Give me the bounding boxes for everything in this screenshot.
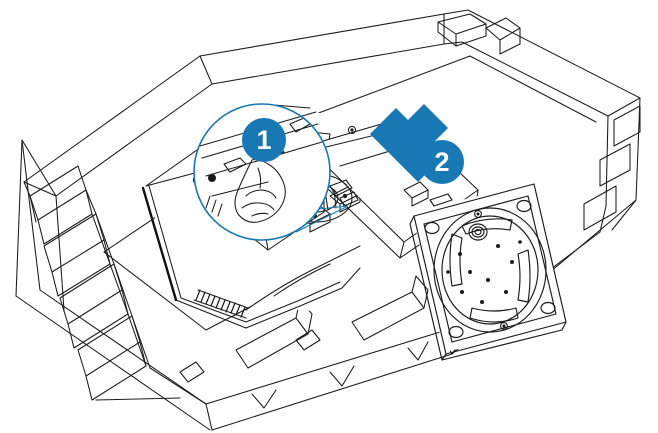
callout-2-label: 2 [434, 147, 449, 177]
callout-1: 1 [242, 118, 286, 162]
vesa-mount-plate [409, 182, 567, 361]
callout-1-label: 1 [256, 125, 271, 155]
callout-2: 2 [420, 140, 464, 184]
